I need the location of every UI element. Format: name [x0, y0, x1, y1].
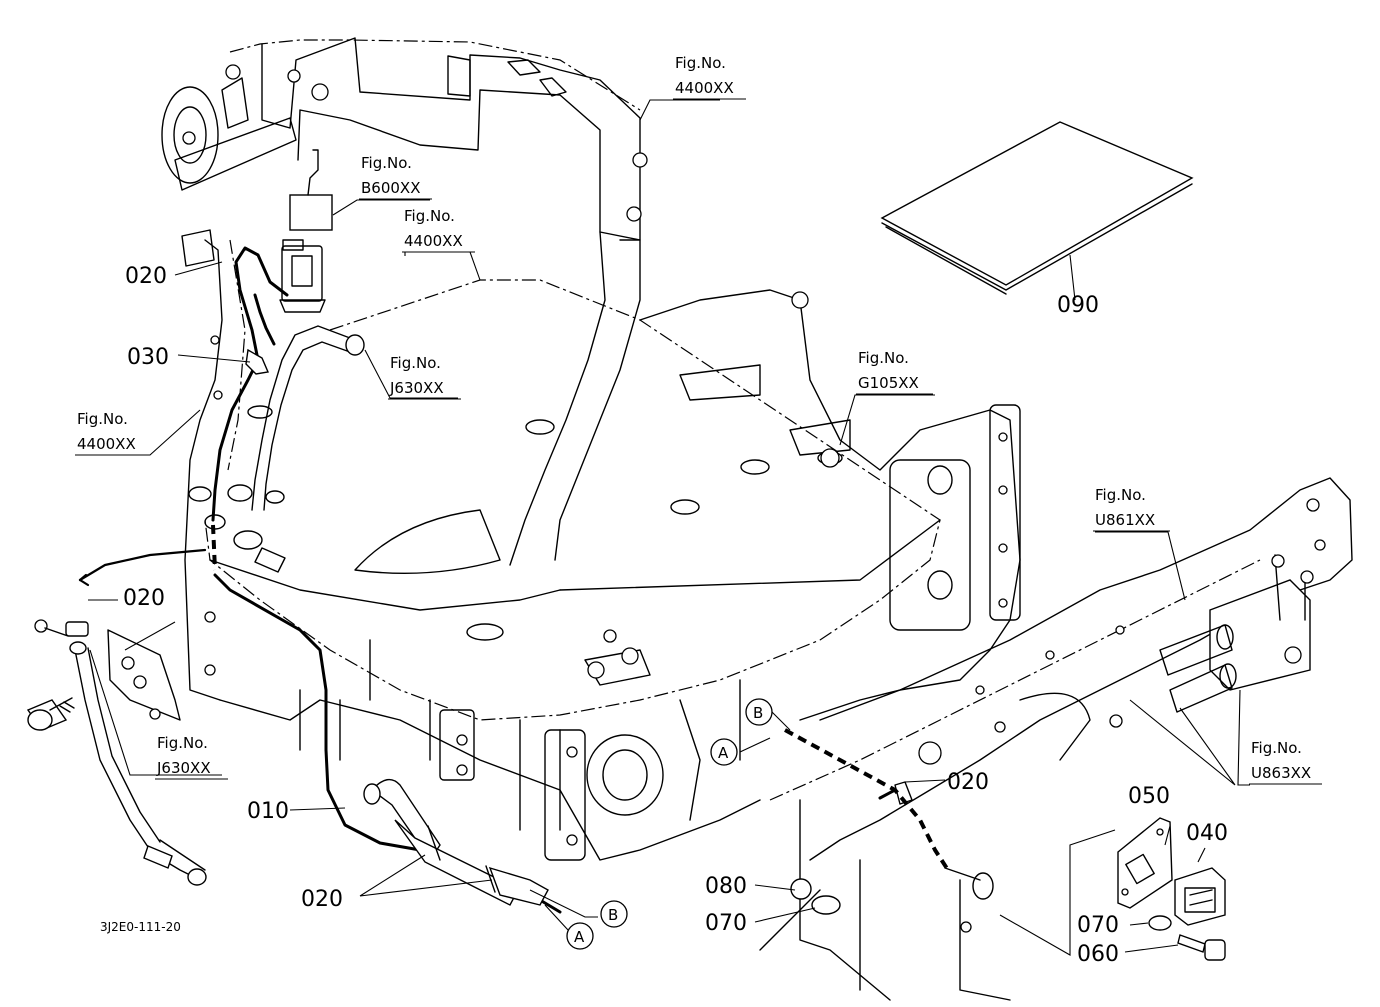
fig-ref-label: Fig.No. — [1095, 486, 1146, 504]
part-number-010[interactable]: 010 — [247, 799, 289, 824]
axle-housing — [639, 289, 1021, 721]
part-number-040[interactable]: 040 — [1186, 821, 1228, 846]
fig-ref-label: Fig.No. — [361, 154, 412, 172]
hydraulic-pipe — [188, 325, 365, 573]
fig-ref-4400-left[interactable]: Fig.No. 4400XX — [77, 410, 136, 453]
horn-assembly — [161, 77, 297, 191]
fig-ref-label: Fig.No. — [77, 410, 128, 428]
rops-frame — [225, 37, 648, 566]
fig-ref-4400-top[interactable]: Fig.No. 4400XX — [675, 54, 734, 97]
part-number-090[interactable]: 090 — [1057, 293, 1099, 318]
part-number-060[interactable]: 060 — [1077, 942, 1119, 967]
fig-ref-code: G105XX — [858, 374, 919, 392]
fig-ref-code: U861XX — [1095, 511, 1155, 529]
marker-a-right: A — [710, 738, 738, 766]
fig-ref-label: Fig.No. — [157, 734, 208, 752]
fig-ref-u863[interactable]: Fig.No. U863XX — [1251, 739, 1311, 782]
marker-a-bottom: A — [566, 922, 594, 950]
fig-ref-code: 4400XX — [404, 232, 463, 250]
fig-ref-code: U863XX — [1251, 764, 1311, 782]
floor-plate — [204, 279, 941, 721]
fig-ref-g105[interactable]: Fig.No. G105XX — [858, 349, 919, 392]
fig-ref-4400-center[interactable]: Fig.No. 4400XX — [404, 207, 463, 250]
leader-lines — [75, 99, 1250, 956]
svg-text:B: B — [608, 906, 618, 924]
fig-ref-code: J630XX — [389, 379, 444, 397]
left-stanchion — [181, 229, 246, 701]
fig-ref-code: B600XX — [361, 179, 420, 197]
operators-manual — [880, 121, 1194, 295]
socket-assembly — [790, 817, 1226, 961]
corrugated-tube — [363, 778, 549, 906]
fig-ref-label: Fig.No. — [1251, 739, 1302, 757]
fig-ref-underlines — [75, 98, 1322, 785]
svg-text:B: B — [753, 704, 763, 722]
fig-ref-label: Fig.No. — [390, 354, 441, 372]
rear-harness-dashed — [784, 728, 994, 900]
part-number-030[interactable]: 030 — [127, 345, 169, 370]
marker-b-bottom: B — [600, 900, 628, 928]
fig-ref-j630-bottom[interactable]: Fig.No. J630XX — [156, 734, 211, 777]
fig-ref-label: Fig.No. — [675, 54, 726, 72]
drawing-code: 3J2E0-111-20 — [100, 920, 181, 934]
fig-ref-code: J630XX — [156, 759, 211, 777]
transmission-housing — [219, 639, 761, 861]
svg-text:A: A — [718, 744, 729, 762]
left-lower-link — [26, 619, 207, 886]
fig-ref-label: Fig.No. — [858, 349, 909, 367]
marker-b-right: B — [745, 698, 773, 726]
part-number-080[interactable]: 080 — [705, 874, 747, 899]
hydraulic-valve — [1159, 554, 1314, 713]
part-number-020[interactable]: 020 — [301, 887, 343, 912]
fig-ref-j630-top[interactable]: Fig.No. J630XX — [389, 354, 444, 397]
part-number-020[interactable]: 020 — [125, 264, 167, 289]
part-number-070[interactable]: 070 — [705, 911, 747, 936]
sensor-connector — [279, 149, 333, 313]
part-number-070[interactable]: 070 — [1077, 913, 1119, 938]
fig-ref-label: Fig.No. — [404, 207, 455, 225]
draft-frame — [759, 477, 1353, 1001]
part-number-020[interactable]: 020 — [123, 586, 165, 611]
part-number-020[interactable]: 020 — [947, 770, 989, 795]
fig-ref-u861[interactable]: Fig.No. U861XX — [1095, 486, 1155, 529]
part-number-050[interactable]: 050 — [1128, 784, 1170, 809]
fig-ref-code: 4400XX — [77, 435, 136, 453]
svg-text:A: A — [574, 928, 585, 946]
fig-ref-b600[interactable]: Fig.No. B600XX — [361, 154, 420, 197]
fig-ref-code: 4400XX — [675, 79, 734, 97]
